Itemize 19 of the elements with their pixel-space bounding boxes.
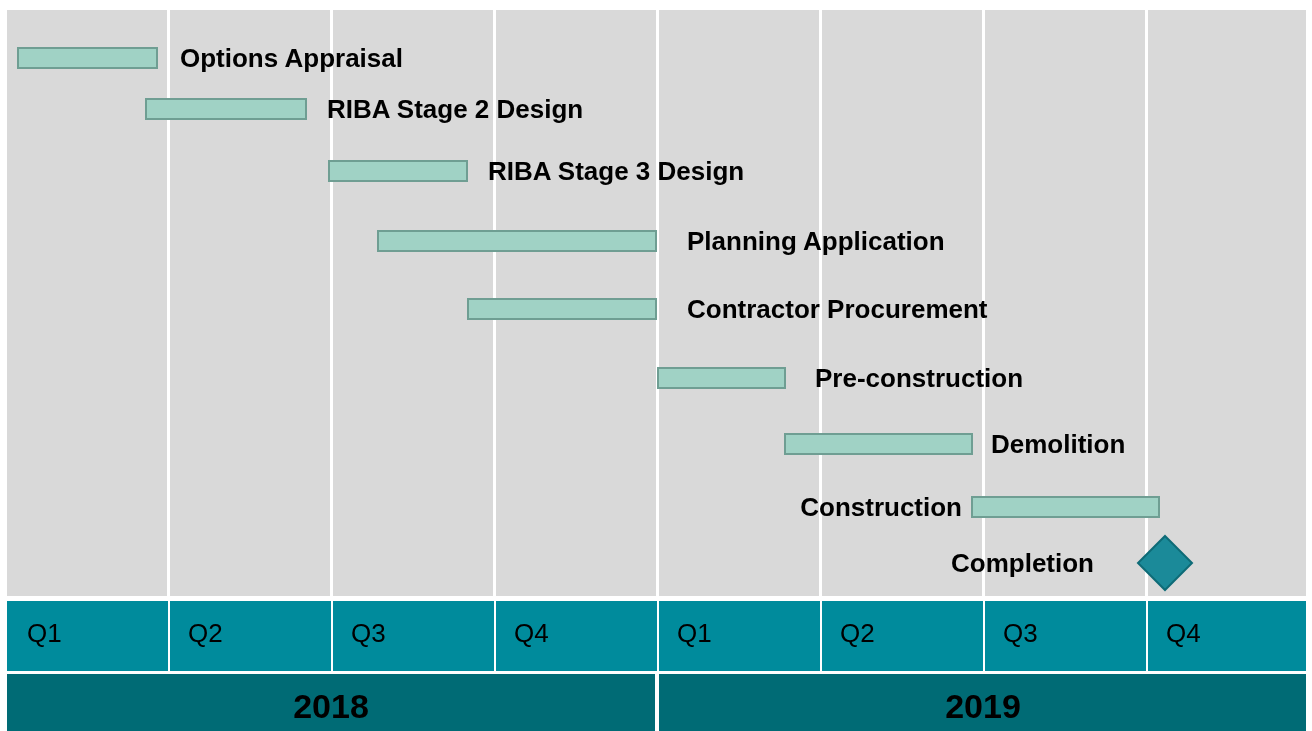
quarter-label: Q4 bbox=[514, 618, 549, 648]
task-label: RIBA Stage 2 Design bbox=[327, 94, 584, 124]
year-label: 2018 bbox=[292, 686, 370, 726]
task-label: Completion bbox=[951, 548, 1094, 578]
task-label: RIBA Stage 3 Design bbox=[488, 156, 745, 186]
quarter-label: Q3 bbox=[351, 618, 386, 648]
quarter-label: Q4 bbox=[1166, 618, 1201, 648]
quarter-label: Q2 bbox=[188, 618, 223, 648]
task-label: Pre-construction bbox=[815, 363, 1024, 393]
quarter-label: Q3 bbox=[1003, 618, 1038, 648]
task-label: Demolition bbox=[991, 429, 1126, 459]
quarter-label: Q2 bbox=[840, 618, 875, 648]
task-label: Construction bbox=[800, 492, 962, 522]
task-label: Options Appraisal bbox=[180, 43, 403, 73]
quarter-label: Q1 bbox=[677, 618, 712, 648]
year-label: 2019 bbox=[944, 686, 1022, 726]
task-label: Planning Application bbox=[687, 226, 945, 256]
task-label: Contractor Procurement bbox=[687, 294, 988, 324]
quarter-label: Q1 bbox=[27, 618, 62, 648]
